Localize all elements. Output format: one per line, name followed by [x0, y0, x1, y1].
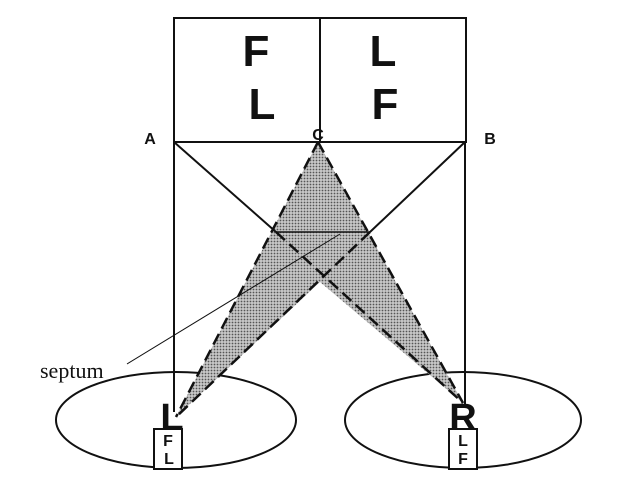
- picture-panel: F L L F: [173, 17, 467, 143]
- point-a-label: A: [144, 131, 156, 148]
- line-b-to-cross: [369, 141, 466, 233]
- panel-right-lower-letter: F: [372, 80, 399, 129]
- right-eye-box-upper: L: [458, 433, 468, 450]
- panel-left-lower-letter: L: [249, 80, 276, 129]
- line-a-cross-dashed: [275, 231, 464, 404]
- panel-left-upper-letter: F: [243, 27, 270, 76]
- left-eye-box: [153, 428, 183, 470]
- point-b-label: B: [484, 131, 496, 148]
- left-eye-box-lower: L: [164, 451, 174, 468]
- septum-pointer: [126, 233, 341, 365]
- line-b-cross-dashed: [175, 231, 371, 418]
- septum-label: septum: [40, 358, 104, 383]
- cone-edge-c-left: [174, 141, 320, 418]
- point-c-label: C: [312, 127, 324, 144]
- panel-right-upper-letter: L: [370, 27, 397, 76]
- line-a-to-cross: [173, 141, 277, 233]
- right-eye-box: [448, 428, 478, 470]
- left-eye-box-upper: F: [163, 433, 173, 450]
- right-eye-box-lower: F: [458, 451, 468, 468]
- cone-edge-c-right: [316, 141, 465, 404]
